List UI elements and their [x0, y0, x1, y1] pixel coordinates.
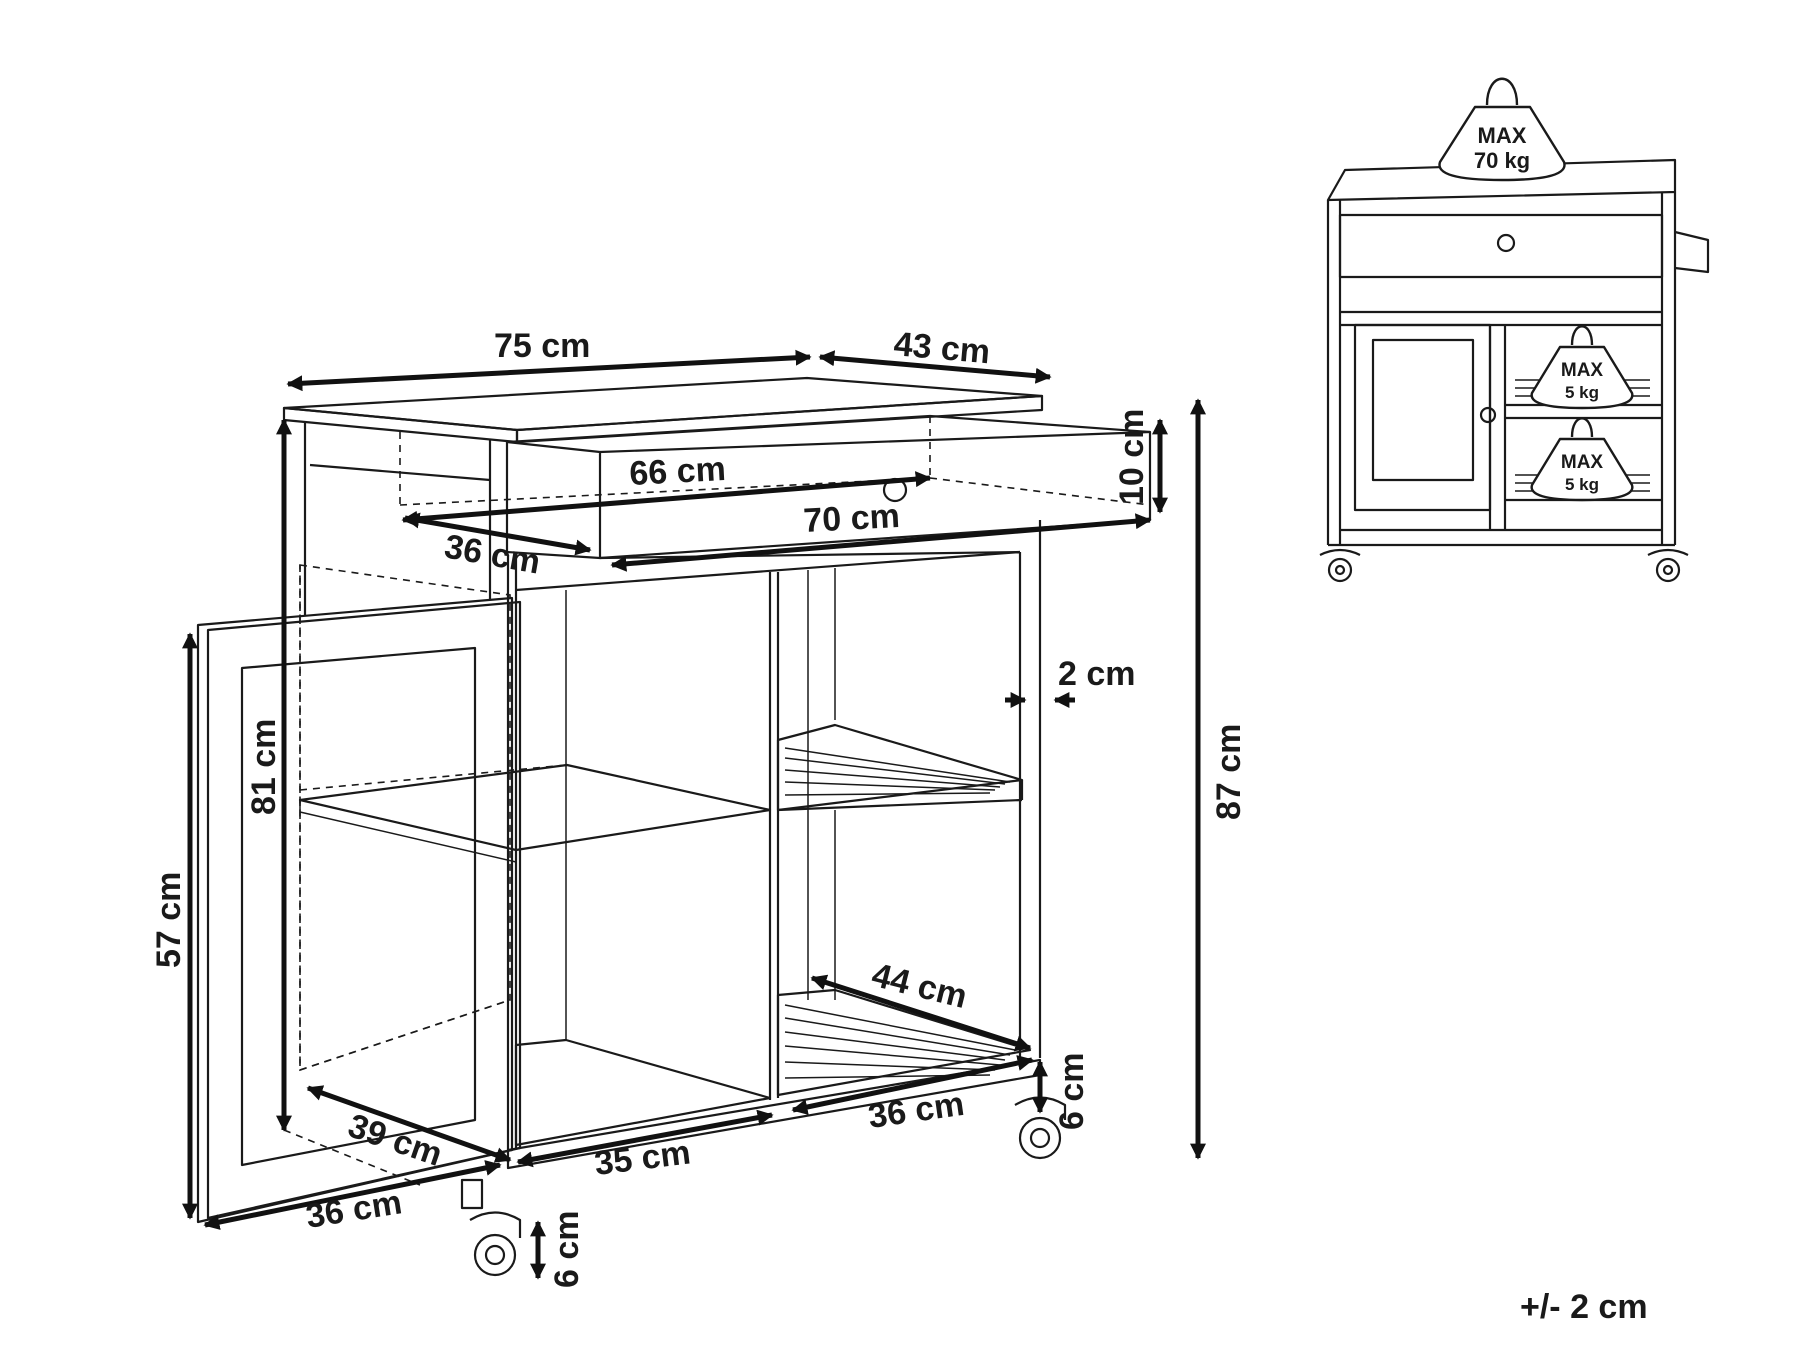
weight-shelf1-line2: 5 kg — [1565, 383, 1599, 402]
dimension-arrows — [181, 349, 1207, 1280]
label-leg-gap: 2 cm — [1058, 655, 1136, 693]
label-drawer-height: 10 cm — [1113, 409, 1151, 505]
label-shelf-depth: 44 cm — [868, 956, 971, 1016]
label-door-width: 36 cm — [303, 1183, 404, 1236]
label-drawer-width: 70 cm — [802, 497, 900, 540]
dimension-labels: 75 cm 43 cm 10 cm 66 cm 70 cm 36 cm 2 cm… — [150, 325, 1248, 1288]
tolerance-note: +/- 2 cm — [1520, 1288, 1648, 1326]
weight-shelf2-icon: MAX 5 kg — [1530, 417, 1634, 502]
weight-top-line1: MAX — [1478, 123, 1527, 148]
weight-shelf1-line1: MAX — [1561, 360, 1604, 381]
weight-shelf1-icon: MAX 5 kg — [1530, 325, 1634, 410]
weight-shelf2-line1: MAX — [1561, 452, 1604, 473]
label-drawer-inner-width: 66 cm — [628, 450, 726, 493]
label-top-width: 75 cm — [494, 327, 590, 365]
weight-top-icon: MAX 70 kg — [1438, 77, 1566, 182]
weight-top-line2: 70 kg — [1474, 148, 1530, 173]
label-cabinet-width: 35 cm — [592, 1133, 692, 1182]
label-wheel-height-front: 6 cm — [548, 1211, 586, 1289]
label-cabinet-height: 81 cm — [245, 719, 283, 815]
weight-shelf2-line2: 5 kg — [1565, 475, 1599, 494]
label-drawer-depth: 36 cm — [442, 527, 544, 581]
label-top-depth: 43 cm — [892, 325, 991, 371]
label-wheel-height-right: 6 cm — [1053, 1053, 1091, 1131]
weight-capacity-inset: MAX 70 kg MAX 5 kg MAX 5 kg — [1319, 77, 1710, 583]
label-door-height: 57 cm — [150, 872, 188, 968]
label-total-height: 87 cm — [1210, 724, 1248, 820]
